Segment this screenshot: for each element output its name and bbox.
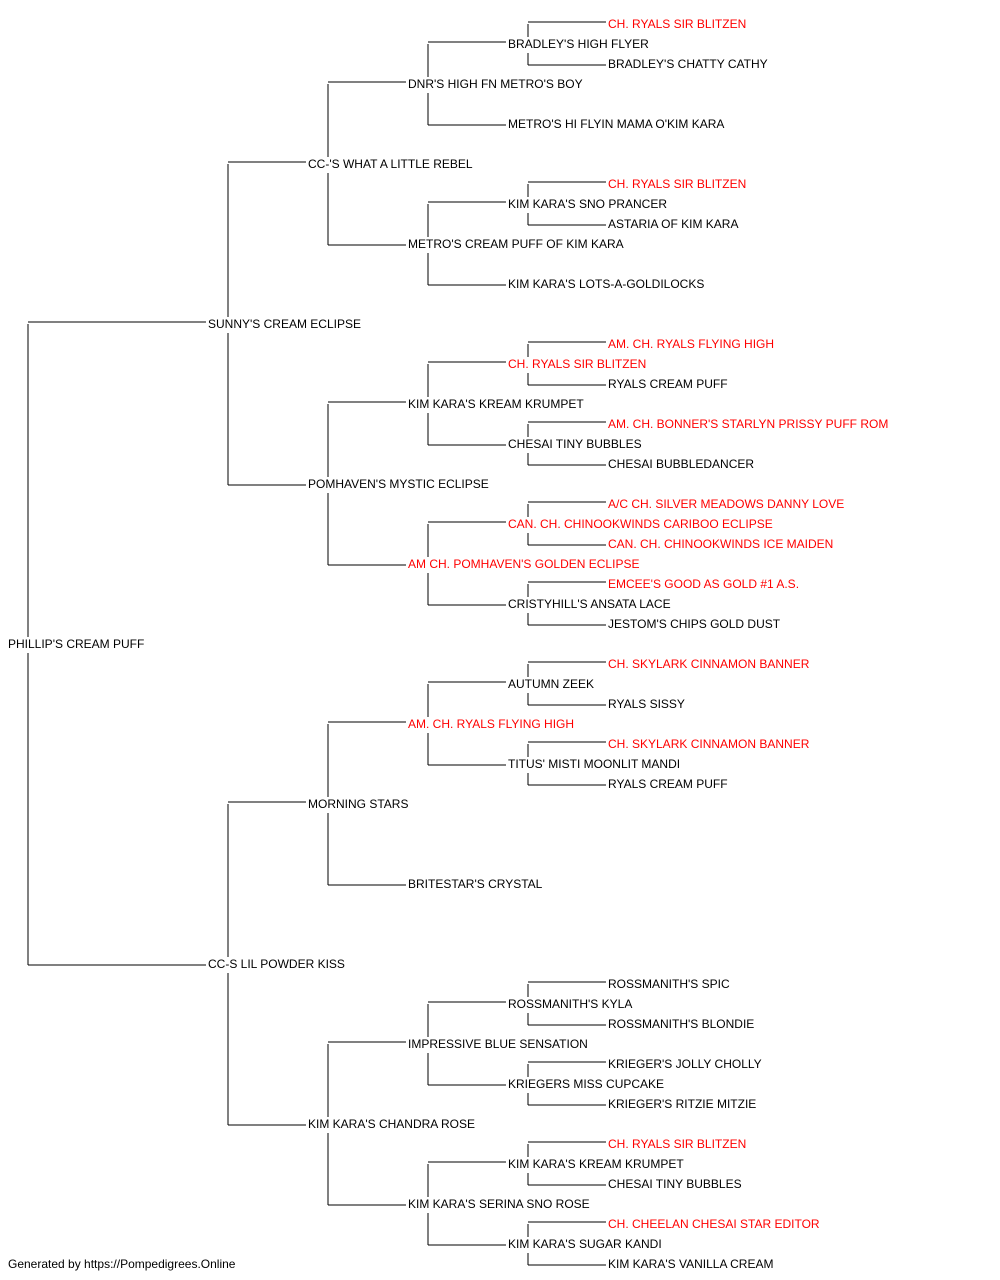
ancestor-name: EMCEE'S GOOD AS GOLD #1 A.S. — [608, 577, 800, 591]
ancestor-name: CH. RYALS SIR BLITZEN — [608, 1137, 747, 1151]
ancestor-name: CHESAI TINY BUBBLES — [608, 1177, 742, 1191]
ancestor-name: CH. SKYLARK CINNAMON BANNER — [608, 737, 810, 751]
ancestor-name: IMPRESSIVE BLUE SENSATION — [408, 1037, 588, 1051]
ancestor-name: AM CH. POMHAVEN'S GOLDEN ECLIPSE — [408, 557, 640, 571]
ancestor-name: BRITESTAR'S CRYSTAL — [408, 877, 543, 891]
ancestor-name: METRO'S HI FLYIN MAMA O'KIM KARA — [508, 117, 725, 131]
ancestor-name: A/C CH. SILVER MEADOWS DANNY LOVE — [608, 497, 845, 511]
ancestor-name: KIM KARA'S SUGAR KANDI — [508, 1237, 662, 1251]
ancestor-name: KIM KARA'S SERINA SNO ROSE — [408, 1197, 590, 1211]
ancestor-name: AUTUMN ZEEK — [508, 677, 595, 691]
ancestor-name: CH. RYALS SIR BLITZEN — [608, 17, 747, 31]
subject-dog-name: PHILLIP'S CREAM PUFF — [8, 637, 145, 651]
ancestor-name: KRIEGER'S RITZIE MITZIE — [608, 1097, 757, 1111]
ancestor-name: ROSSMANITH'S SPIC — [608, 977, 730, 991]
ancestor-name: KRIEGERS MISS CUPCAKE — [508, 1077, 665, 1091]
ancestor-name: TITUS' MISTI MOONLIT MANDI — [508, 757, 681, 771]
ancestor-name: CC-S LIL POWDER KISS — [208, 957, 345, 971]
ancestor-name: ROSSMANITH'S KYLA — [508, 997, 633, 1011]
ancestor-name: RYALS CREAM PUFF — [608, 777, 728, 791]
ancestor-name: CHESAI BUBBLEDANCER — [608, 457, 755, 471]
ancestor-name: POMHAVEN'S MYSTIC ECLIPSE — [308, 477, 489, 491]
ancestor-name: BRADLEY'S CHATTY CATHY — [608, 57, 768, 71]
ancestor-name: BRADLEY'S HIGH FLYER — [508, 37, 649, 51]
ancestor-name: SUNNY'S CREAM ECLIPSE — [208, 317, 361, 331]
generated-by-footer: Generated by https://Pompedigrees.Online — [8, 1257, 236, 1271]
ancestor-name: KIM KARA'S CHANDRA ROSE — [308, 1117, 475, 1131]
ancestor-name: CH. RYALS SIR BLITZEN — [508, 357, 647, 371]
ancestor-name: KIM KARA'S KREAM KRUMPET — [508, 1157, 684, 1171]
ancestor-name: METRO'S CREAM PUFF OF KIM KARA — [408, 237, 624, 251]
ancestor-name: RYALS CREAM PUFF — [608, 377, 728, 391]
ancestor-name: AM. CH. RYALS FLYING HIGH — [608, 337, 775, 351]
ancestor-name: KRIEGER'S JOLLY CHOLLY — [608, 1057, 762, 1071]
ancestor-name: AM. CH. BONNER'S STARLYN PRISSY PUFF ROM — [608, 417, 889, 431]
ancestor-name: CC-'S WHAT A LITTLE REBEL — [308, 157, 473, 171]
ancestor-name: KIM KARA'S LOTS-A-GOLDILOCKS — [508, 277, 705, 291]
ancestor-name: DNR'S HIGH FN METRO'S BOY — [408, 77, 583, 91]
ancestor-name: CAN. CH. CHINOOKWINDS CARIBOO ECLIPSE — [508, 517, 773, 531]
ancestor-name: ASTARIA OF KIM KARA — [608, 217, 739, 231]
ancestor-name: KIM KARA'S VANILLA CREAM — [608, 1257, 774, 1271]
ancestor-name: CAN. CH. CHINOOKWINDS ICE MAIDEN — [608, 537, 834, 551]
ancestor-name: CH. SKYLARK CINNAMON BANNER — [608, 657, 810, 671]
ancestor-name: JESTOM'S CHIPS GOLD DUST — [608, 617, 781, 631]
ancestor-name: CH. CHEELAN CHESAI STAR EDITOR — [608, 1217, 820, 1231]
ancestor-name: RYALS SISSY — [608, 697, 685, 711]
ancestor-name: CRISTYHILL'S ANSATA LACE — [508, 597, 671, 611]
ancestor-name: CH. RYALS SIR BLITZEN — [608, 177, 747, 191]
ancestor-name: KIM KARA'S KREAM KRUMPET — [408, 397, 584, 411]
ancestor-name: AM. CH. RYALS FLYING HIGH — [408, 717, 575, 731]
ancestor-name: ROSSMANITH'S BLONDIE — [608, 1017, 755, 1031]
ancestor-name: CHESAI TINY BUBBLES — [508, 437, 642, 451]
ancestor-name: MORNING STARS — [308, 797, 409, 811]
ancestor-name: KIM KARA'S SNO PRANCER — [508, 197, 667, 211]
